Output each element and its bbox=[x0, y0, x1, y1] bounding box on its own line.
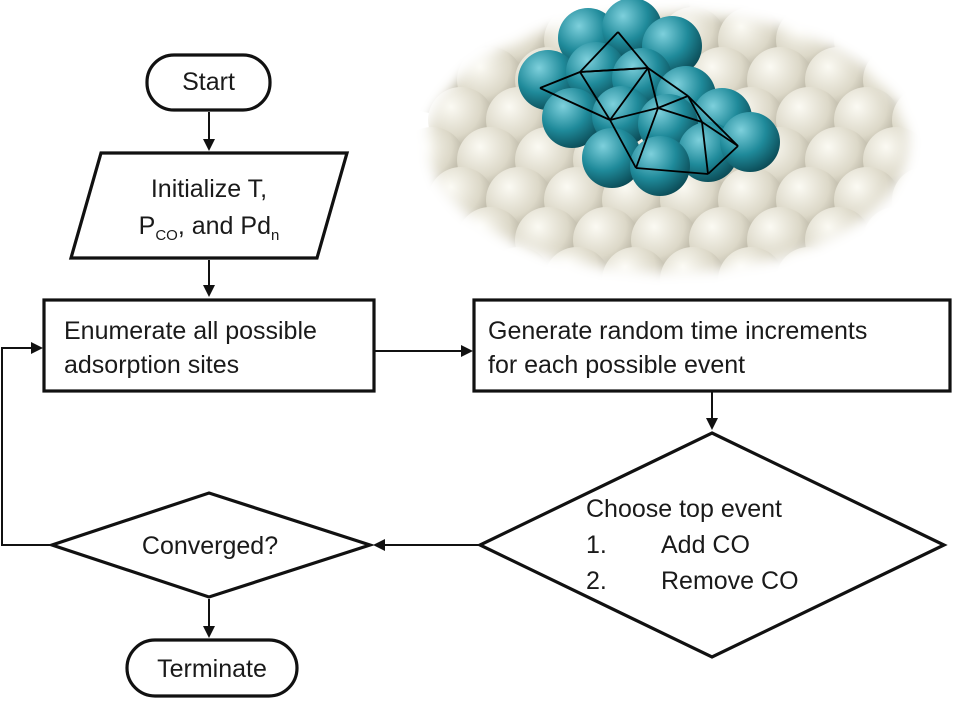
pd-atom bbox=[542, 88, 602, 148]
choose-item2-text: Remove CO bbox=[661, 567, 799, 595]
surface-atom bbox=[428, 247, 494, 313]
generate-line1: Generate random time increments bbox=[488, 317, 867, 345]
generate-line2: for each possible event bbox=[488, 351, 745, 379]
surface-atom bbox=[602, 247, 668, 313]
wire-edge bbox=[701, 121, 739, 147]
converged-node: Converged? bbox=[46, 491, 376, 599]
terminate-label: Terminate bbox=[157, 655, 267, 683]
initialize-line2: PCO, and Pdn bbox=[139, 212, 280, 244]
surface-atom bbox=[834, 247, 900, 313]
choose-item1-text: Add CO bbox=[661, 531, 750, 559]
surface-atom bbox=[718, 247, 784, 313]
wire-edge bbox=[647, 67, 689, 97]
wire-edge bbox=[657, 95, 689, 109]
pd-atom bbox=[720, 112, 780, 172]
surface-atom bbox=[776, 247, 842, 313]
terminate-node: Terminate bbox=[125, 638, 299, 698]
wire-edge bbox=[609, 107, 659, 121]
wire-edge bbox=[579, 31, 619, 73]
wire-edge bbox=[687, 95, 703, 123]
choose-title: Choose top event bbox=[586, 495, 782, 523]
surface-atom bbox=[544, 247, 610, 313]
surface-atom bbox=[950, 186, 953, 214]
wire-edge bbox=[647, 67, 659, 109]
enumerate-line1: Enumerate all possible bbox=[64, 317, 317, 345]
surface-atom bbox=[486, 247, 552, 313]
initialize-node: Initialize T, PCO, and Pdn bbox=[68, 151, 350, 260]
enumerate-node: Enumerate all possible adsorption sites bbox=[42, 298, 376, 393]
wire-edge bbox=[539, 71, 581, 89]
surface-atom bbox=[892, 247, 953, 313]
initialize-line1: Initialize T, bbox=[151, 175, 267, 203]
wire-edge bbox=[657, 107, 703, 123]
pd-atom bbox=[582, 128, 642, 188]
wire-edge bbox=[539, 87, 611, 121]
wire-edge bbox=[635, 107, 659, 169]
wire-edge bbox=[707, 145, 739, 175]
wire-edge bbox=[617, 31, 649, 69]
enumerate-line2: adsorption sites bbox=[64, 351, 239, 379]
start-node: Start bbox=[145, 53, 272, 112]
cluster-wireframe bbox=[539, 31, 739, 175]
wire-edge bbox=[635, 167, 709, 175]
surface-atom bbox=[660, 247, 726, 313]
pd-atom bbox=[630, 136, 690, 196]
pd-atom bbox=[566, 42, 626, 102]
wire-edge bbox=[579, 71, 611, 121]
wire-edge bbox=[609, 119, 637, 169]
wire-edge bbox=[579, 67, 649, 73]
start-label: Start bbox=[182, 68, 235, 96]
wire-edge bbox=[687, 95, 739, 147]
generate-node: Generate random time increments for each… bbox=[472, 298, 952, 393]
connectors bbox=[1, 112, 718, 638]
choose-item1-number: 1. bbox=[586, 531, 607, 559]
surface-atom bbox=[950, 26, 953, 54]
choose-item2-number: 2. bbox=[586, 567, 607, 595]
wire-edge bbox=[609, 67, 649, 121]
converged-label: Converged? bbox=[142, 532, 278, 560]
surface-illustration bbox=[399, 0, 953, 313]
choose-event-node: Choose top event 1. Add CO 2. Remove CO bbox=[476, 431, 948, 659]
pd-cluster bbox=[518, 0, 780, 196]
wire-edge bbox=[701, 121, 709, 175]
surface-atom bbox=[950, 106, 953, 134]
surface-atom bbox=[950, 266, 953, 294]
